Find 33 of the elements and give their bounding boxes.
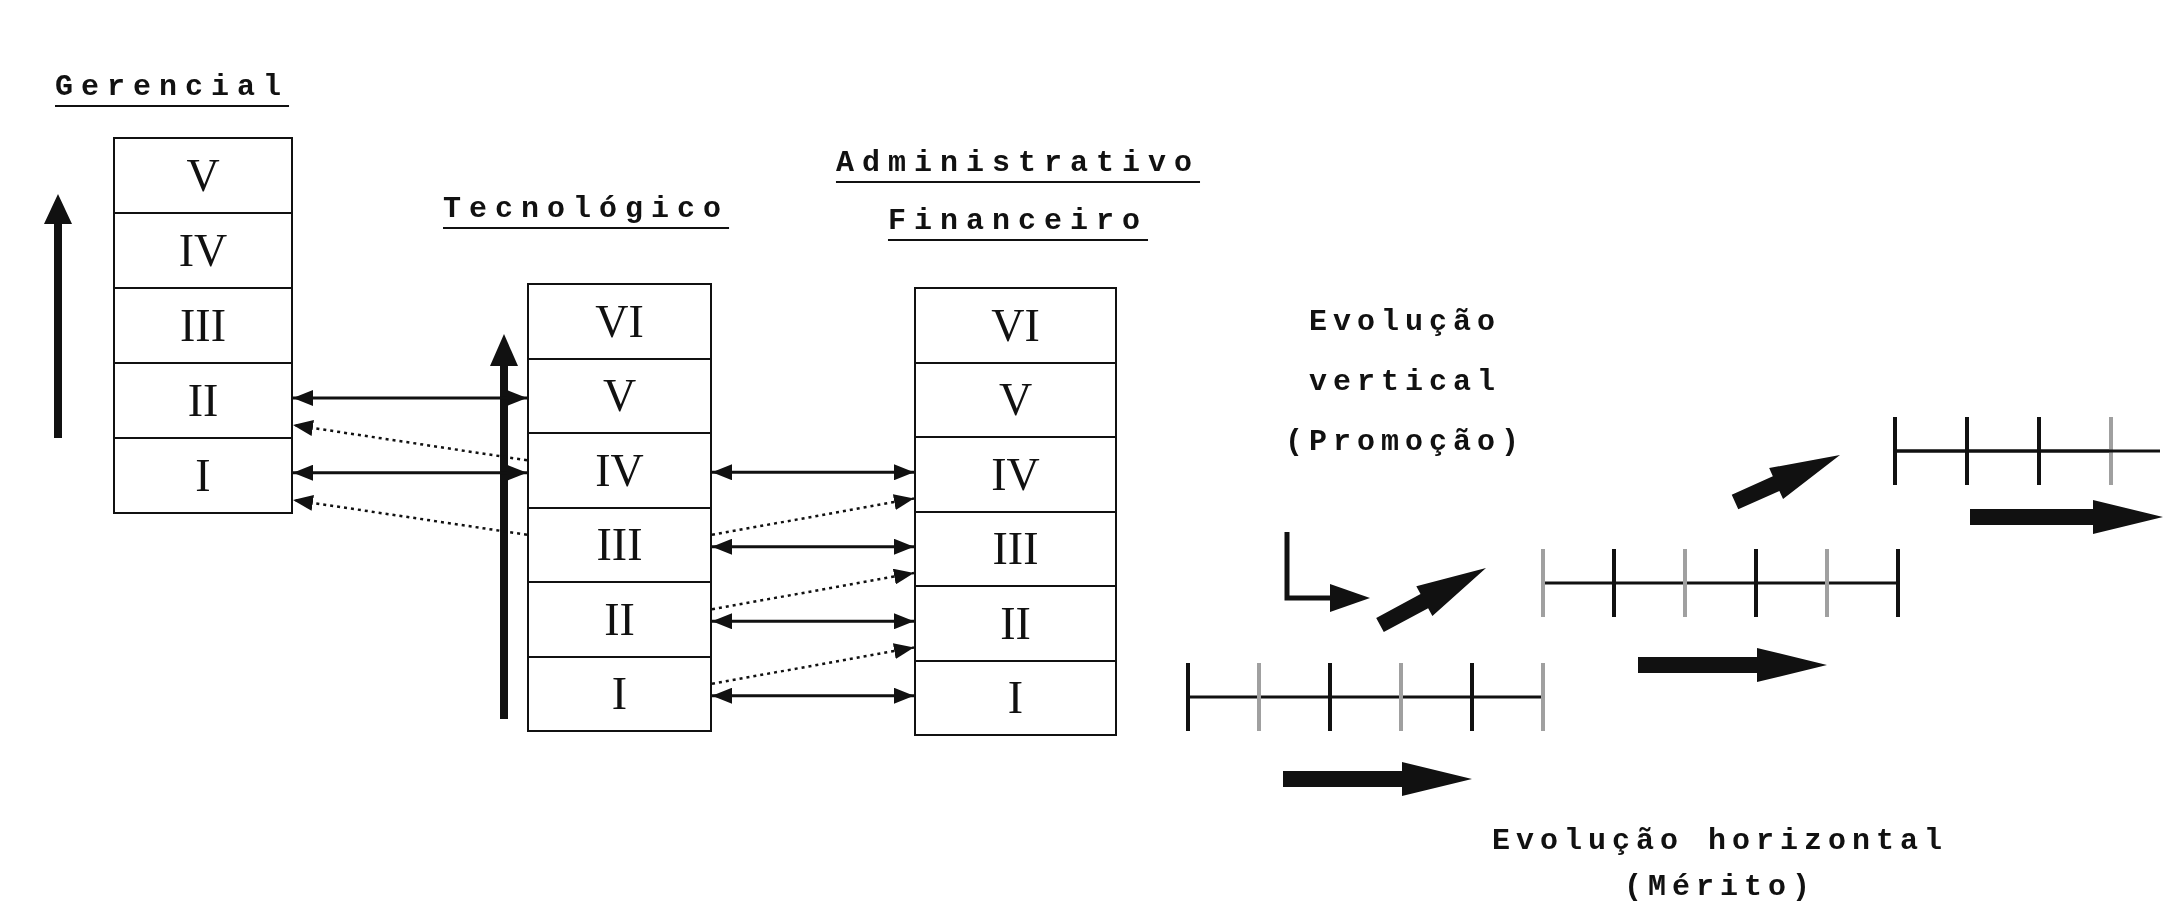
column-heading: Gerencial [55, 69, 291, 106]
level-cell: IV [914, 436, 1117, 513]
level-cell: VI [914, 287, 1117, 364]
connector-arrow [711, 568, 915, 611]
level-cell: V [914, 361, 1117, 438]
connector-arrow [712, 613, 914, 630]
connector-arrow [711, 643, 915, 685]
level-cell: II [113, 362, 293, 439]
level-cell: V [113, 137, 293, 214]
connector-arrow [712, 464, 914, 481]
level-cell: II [914, 585, 1117, 662]
column-heading: Tecnológico [443, 191, 731, 228]
axis-caption: Evolução horizontal (Mérito) [1490, 823, 1950, 906]
level-cell: II [527, 581, 712, 658]
level-cell: IV [113, 212, 293, 289]
connector-arrow [711, 494, 915, 536]
column-heading: Administrativo Financeiro [834, 145, 1201, 240]
level-cell: VI [527, 283, 712, 360]
connector-arrow [712, 687, 914, 704]
axis-caption: Evolução vertical (Promoção) [1284, 304, 1526, 461]
level-cell: III [914, 510, 1117, 587]
level-cell: III [527, 506, 712, 583]
connector-arrow [293, 390, 527, 406]
level-cell: V [527, 357, 712, 434]
level-cell: III [113, 287, 293, 364]
level-cell: IV [527, 432, 712, 509]
connector-arrow [292, 495, 528, 536]
level-cell: I [527, 655, 712, 732]
connector-arrow [292, 420, 528, 462]
connector-arrow [712, 538, 914, 555]
level-cell: I [113, 437, 293, 514]
connector-arrow [293, 464, 527, 481]
level-cell: I [914, 659, 1117, 736]
